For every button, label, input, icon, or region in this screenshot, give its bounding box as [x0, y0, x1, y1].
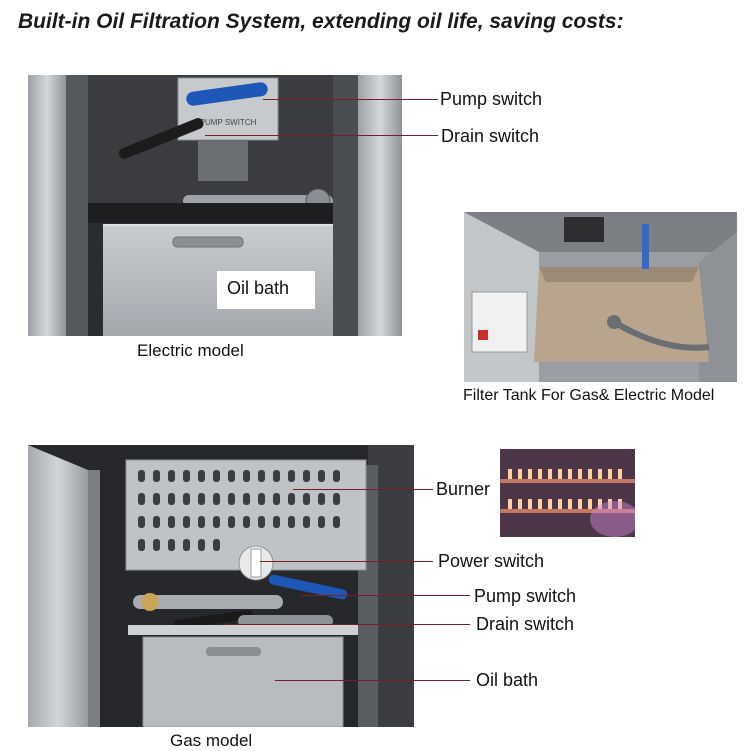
filter-tank-photo [464, 212, 737, 382]
pump-switch-leader-line [263, 99, 438, 100]
drain-switch-leader-line [205, 135, 438, 136]
gas-model-photo [28, 445, 414, 727]
burner-leader-line [293, 489, 433, 490]
gas-oil-bath-label: Oil bath [476, 670, 539, 690]
electric-oil-bath-label: Oil bath [227, 278, 290, 298]
gas-power-switch-label: Power switch [438, 551, 545, 571]
electric-drain-switch-label: Drain switch [441, 126, 540, 146]
page-title: Built-in Oil Filtration System, extendin… [18, 10, 624, 33]
electric-model-photo: PUMP SWITCH [28, 75, 402, 336]
gas-oil-bath-leader-line [275, 680, 470, 681]
gas-burner-label: Burner [436, 479, 491, 499]
electric-model-caption: Electric model [137, 341, 244, 360]
burner-panel-holes [138, 470, 340, 551]
gas-pump-switch-label: Pump switch [474, 586, 577, 606]
gas-drain-switch-leader-line [225, 624, 470, 625]
filter-tank-caption: Filter Tank For Gas& Electric Model [463, 387, 715, 404]
gas-model-caption: Gas model [170, 731, 253, 750]
power-switch-leader-line [260, 561, 433, 562]
electric-pump-switch-label: Pump switch [440, 89, 543, 109]
gas-drain-switch-label: Drain switch [476, 614, 575, 634]
gas-pump-switch-leader-line [300, 595, 470, 596]
panel-text: PUMP SWITCH [200, 118, 257, 127]
burner-flame-photo [500, 449, 635, 537]
